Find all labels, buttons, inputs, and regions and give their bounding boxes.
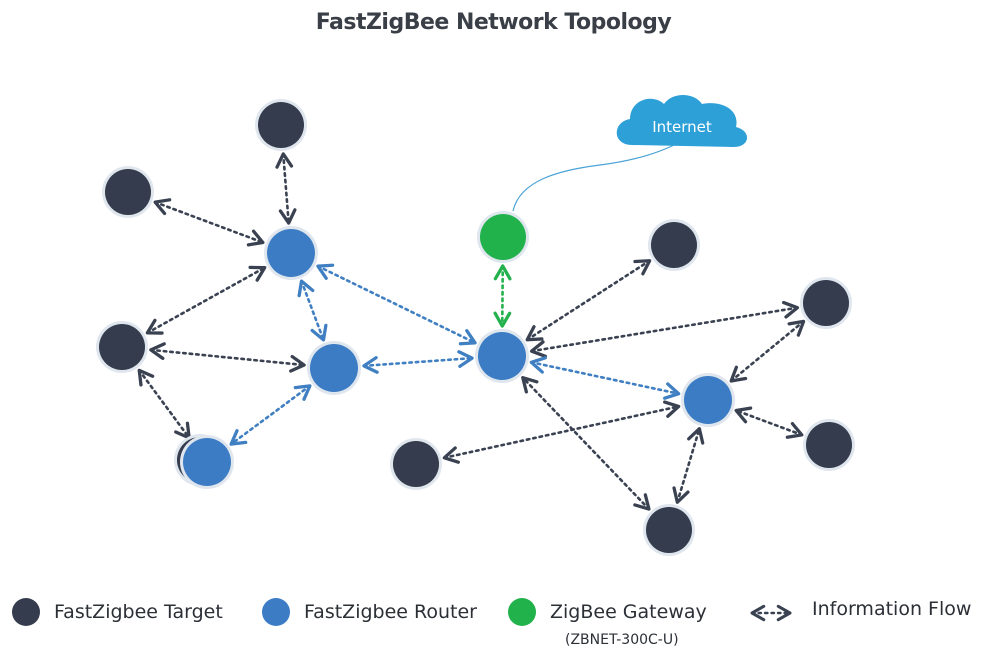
legend-router-label: FastZigbee Router xyxy=(304,601,477,623)
link-t2-r1 xyxy=(153,198,265,247)
cloud-label: Internet xyxy=(652,118,712,136)
legend-gateway-model: (ZBNET-300C-U) xyxy=(565,632,679,648)
link-r1-r4 xyxy=(316,263,477,346)
legend-item-target: FastZigbee Target xyxy=(12,598,223,626)
legend-item-flow: Information Flow xyxy=(812,598,971,620)
link-t3-r3 xyxy=(137,368,191,440)
link-t7-r5 xyxy=(442,400,681,464)
legend-router-dot xyxy=(262,598,290,626)
nodes-layer xyxy=(96,99,855,556)
link-r4-r5 xyxy=(529,356,681,400)
link-t5-r4 xyxy=(529,300,800,358)
router-node-r3 xyxy=(183,438,231,486)
legend-item-router: FastZigbee Router xyxy=(262,598,477,626)
target-node-t6 xyxy=(806,422,852,468)
link-t1-r1 xyxy=(275,152,297,225)
legend-flow-label: Information Flow xyxy=(812,598,972,620)
link-t3-r2 xyxy=(149,342,306,373)
legend-target-label: FastZigbee Target xyxy=(54,601,223,623)
link-t4-r4 xyxy=(525,259,652,342)
target-node-t4 xyxy=(651,222,697,268)
target-node-t1 xyxy=(258,102,304,148)
link-g1-r4 xyxy=(493,264,512,328)
link-t5-r5 xyxy=(729,319,806,383)
router-node-r4 xyxy=(478,332,526,380)
link-t3-r1 xyxy=(145,265,267,335)
target-node-t7 xyxy=(393,441,439,487)
gateway-node-g1 xyxy=(480,214,526,260)
legend-target-dot xyxy=(12,598,40,626)
diagram-title: FastZigBee Network Topology xyxy=(315,10,672,35)
router-node-r5 xyxy=(684,376,732,424)
link-t8-r4 xyxy=(521,376,651,511)
link-r1-r2 xyxy=(297,279,328,342)
target-node-t2 xyxy=(105,169,151,215)
link-t8-r5 xyxy=(672,427,705,504)
links-layer xyxy=(137,152,806,511)
target-node-t8 xyxy=(646,507,692,553)
legend-gateway-label: ZigBee Gateway xyxy=(550,601,707,623)
target-node-t5 xyxy=(803,280,849,326)
legend-gateway-dot xyxy=(508,598,536,626)
legend-item-gateway: ZigBee Gateway xyxy=(508,598,707,626)
cloud-icon: Internet xyxy=(616,95,748,147)
target-node-t3 xyxy=(99,324,145,370)
router-node-r1 xyxy=(267,229,315,277)
link-r2-r3 xyxy=(229,384,312,446)
internet-connection-line xyxy=(512,141,681,212)
link-t6-r5 xyxy=(734,406,804,439)
link-r2-r4 xyxy=(362,350,474,374)
router-node-r2 xyxy=(310,344,358,392)
